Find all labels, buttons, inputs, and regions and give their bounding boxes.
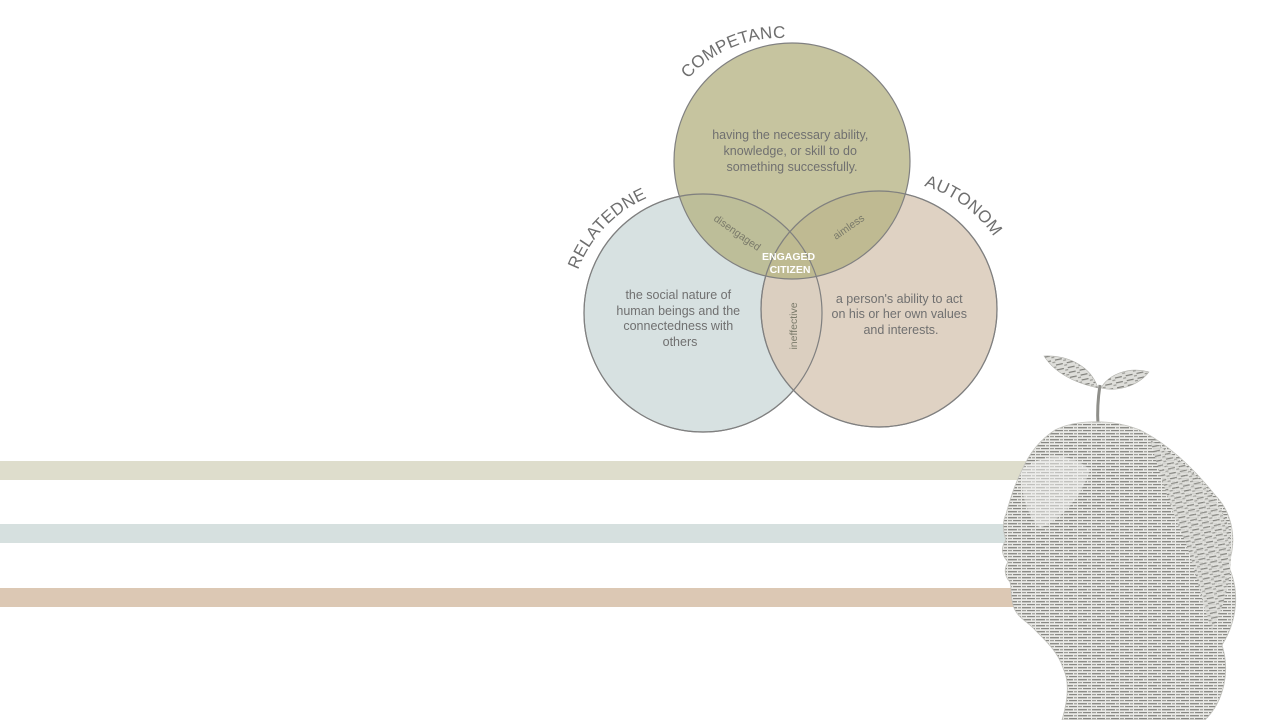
competance-circle (673, 42, 911, 280)
relatedness-description: the social nature of human beings and th… (616, 288, 743, 349)
competance-description: having the necessary ability, knowledge,… (712, 128, 872, 174)
stripe-middle (0, 524, 1100, 543)
stripe-bottom (0, 588, 1100, 607)
relatedness-outline (583, 193, 823, 433)
sprout-left-leaf (1043, 355, 1099, 389)
newspaper-woman-illustration (1002, 355, 1237, 720)
relatedness-label: RELATEDNESS (0, 0, 649, 272)
autonomy-outline (760, 190, 998, 428)
face-panel (1021, 456, 1090, 528)
autonomy-description: a person's ability to act on his or her … (832, 292, 971, 337)
ineffective-label: ineffective (788, 302, 800, 349)
competance-label: COMPETANCE (0, 0, 785, 82)
sprout-right-leaf (1100, 369, 1150, 390)
sprout-stem (1096, 384, 1102, 426)
engaged-citizen-label: ENGAGED CITIZEN (762, 251, 818, 276)
stripe-top (0, 461, 1100, 480)
hair-panel (1150, 440, 1232, 630)
